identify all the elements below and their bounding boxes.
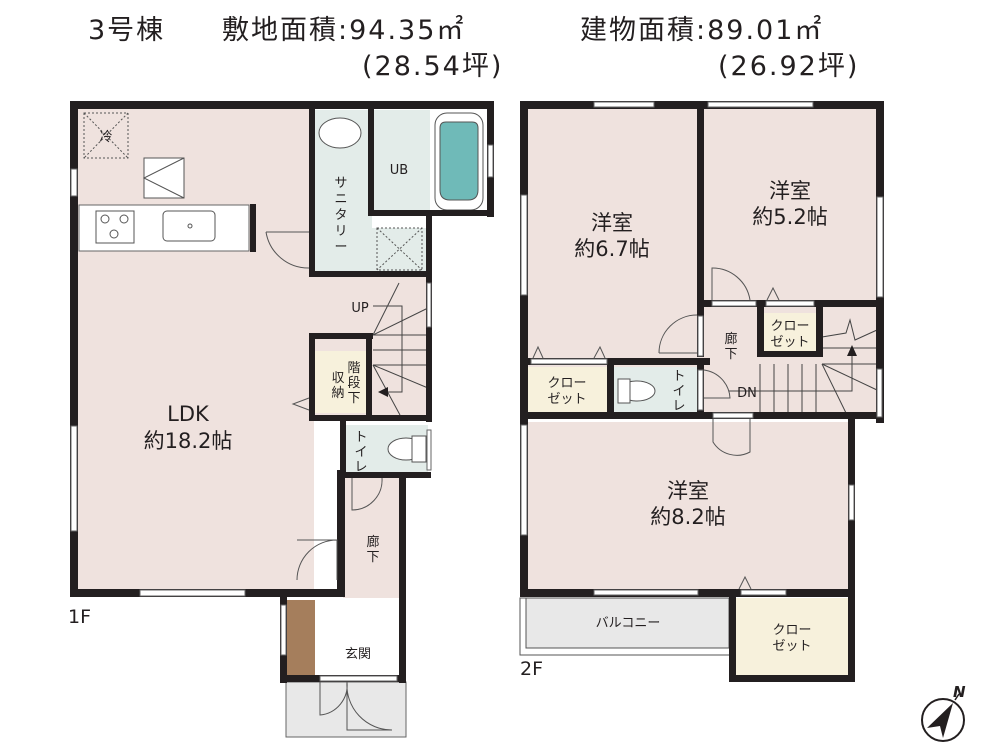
stairs-up-label: UP xyxy=(351,301,369,316)
floor-2-label: 2F xyxy=(520,658,543,680)
svg-text:階: 階 xyxy=(347,361,360,376)
svg-text:ー: ー xyxy=(334,240,347,255)
floor-area-tsubo: (26.92坪) xyxy=(718,51,860,82)
shoe-cabinet xyxy=(286,600,315,675)
svg-text:ゼット: ゼット xyxy=(772,639,811,654)
closet-c xyxy=(736,598,848,676)
stairs-2f xyxy=(729,318,878,416)
stair-arrow-2f-icon xyxy=(847,345,857,356)
svg-text:レ: レ xyxy=(672,399,685,414)
svg-text:イ: イ xyxy=(672,384,685,399)
stair-arrow-icon xyxy=(378,387,388,397)
closet-c-label: クロー ゼット xyxy=(772,623,811,654)
svg-text:クロー: クロー xyxy=(770,319,809,334)
bathtub-icon xyxy=(439,121,479,201)
room-b-size: 約5.2帖 xyxy=(752,205,827,229)
room-a-name: 洋室 xyxy=(591,211,633,235)
site-area-value: 94.35㎡ xyxy=(349,15,466,46)
room-c-name: 洋室 xyxy=(667,479,709,503)
svg-text:ゼット: ゼット xyxy=(770,335,809,350)
svg-text:ゼット: ゼット xyxy=(547,392,586,407)
balcony-label: バルコニー xyxy=(596,616,661,631)
first-floor: 冷 xyxy=(68,101,494,738)
entrance-porch xyxy=(285,681,407,738)
stairs-1f xyxy=(372,282,429,416)
compass-north-label: N xyxy=(953,683,966,701)
entrance-label: 玄関 xyxy=(345,647,371,662)
floor-area: 建物面積:89.01㎡ xyxy=(580,8,823,47)
svg-text:クロー: クロー xyxy=(547,376,586,391)
svg-text:廊: 廊 xyxy=(724,331,737,347)
doors-1f xyxy=(265,231,393,731)
ldk-size: 約18.2帖 xyxy=(144,429,233,453)
svg-text:下: 下 xyxy=(724,347,737,362)
toilet-2f-label: ト イ レ xyxy=(672,369,685,414)
washbasin-icon xyxy=(318,117,362,149)
svg-text:ト: ト xyxy=(672,369,685,384)
ldk-room xyxy=(76,107,309,592)
balcony xyxy=(526,598,729,648)
svg-text:ト: ト xyxy=(354,430,367,445)
site-area-tsubo: (28.54坪) xyxy=(362,51,504,82)
fridge-icon xyxy=(83,112,129,159)
second-floor: 洋室 約6.7帖 洋室 約5.2帖 洋室 約8.2帖 クロー ゼット クロー ゼ… xyxy=(519,101,884,682)
svg-text:廊: 廊 xyxy=(366,534,379,550)
svg-text:レ: レ xyxy=(354,460,367,475)
site-area: 敷地面積:94.35㎡ xyxy=(222,8,465,47)
entrance xyxy=(314,623,401,675)
closet-b-label: クロー ゼット xyxy=(770,319,809,350)
floor-area-value: 89.01㎡ xyxy=(707,15,824,46)
hallway-1f xyxy=(343,478,401,598)
north-compass-icon: N xyxy=(921,683,966,742)
appliance-icon xyxy=(143,157,185,199)
windows-1f xyxy=(70,144,494,682)
hallway-2f-label: 廊 下 xyxy=(724,331,737,362)
toilet-1f-label: ト イ レ xyxy=(354,430,367,475)
svg-text:イ: イ xyxy=(354,445,367,460)
svg-text:下: 下 xyxy=(347,391,360,406)
svg-text:リ: リ xyxy=(334,224,347,239)
svg-text:納: 納 xyxy=(331,386,344,401)
stairs-down-label: DN xyxy=(737,386,757,401)
doors-2f xyxy=(532,267,780,590)
closet-a xyxy=(527,367,607,412)
floor-1-label: 1F xyxy=(68,606,91,628)
svg-text:下: 下 xyxy=(366,550,379,565)
under-stair-storage xyxy=(314,351,366,413)
sink-icon xyxy=(162,210,216,242)
svg-text:タ: タ xyxy=(334,208,347,223)
svg-text:ニ: ニ xyxy=(334,192,347,207)
windows-2f xyxy=(520,101,884,596)
floor-area-label: 建物面積: xyxy=(580,15,708,46)
fridge-label: 冷 xyxy=(99,130,112,145)
unit-bath-label: UB xyxy=(390,163,408,178)
sanitary-label: サ ニ タ リ ー xyxy=(334,176,347,255)
svg-text:収: 収 xyxy=(331,371,344,386)
ldk-name: LDK xyxy=(167,402,210,426)
svg-text:サ: サ xyxy=(334,176,347,191)
room-c-size: 約8.2帖 xyxy=(650,505,725,529)
room-a-size: 約6.7帖 xyxy=(574,237,649,261)
under-stair-storage-label: 階 段 下 収 納 xyxy=(331,361,360,406)
hallway-1f-label: 廊 下 xyxy=(366,534,379,565)
closet-b xyxy=(764,313,816,351)
unit-bath xyxy=(373,110,431,214)
svg-text:段: 段 xyxy=(347,376,360,391)
building-number: 3号棟 xyxy=(88,15,166,46)
closet-a-label: クロー ゼット xyxy=(547,376,586,407)
room-c xyxy=(526,422,848,592)
site-area-label: 敷地面積: xyxy=(222,15,350,46)
room-b-name: 洋室 xyxy=(769,179,811,203)
laundry-pan-icon xyxy=(376,227,423,271)
svg-text:クロー: クロー xyxy=(772,623,811,638)
